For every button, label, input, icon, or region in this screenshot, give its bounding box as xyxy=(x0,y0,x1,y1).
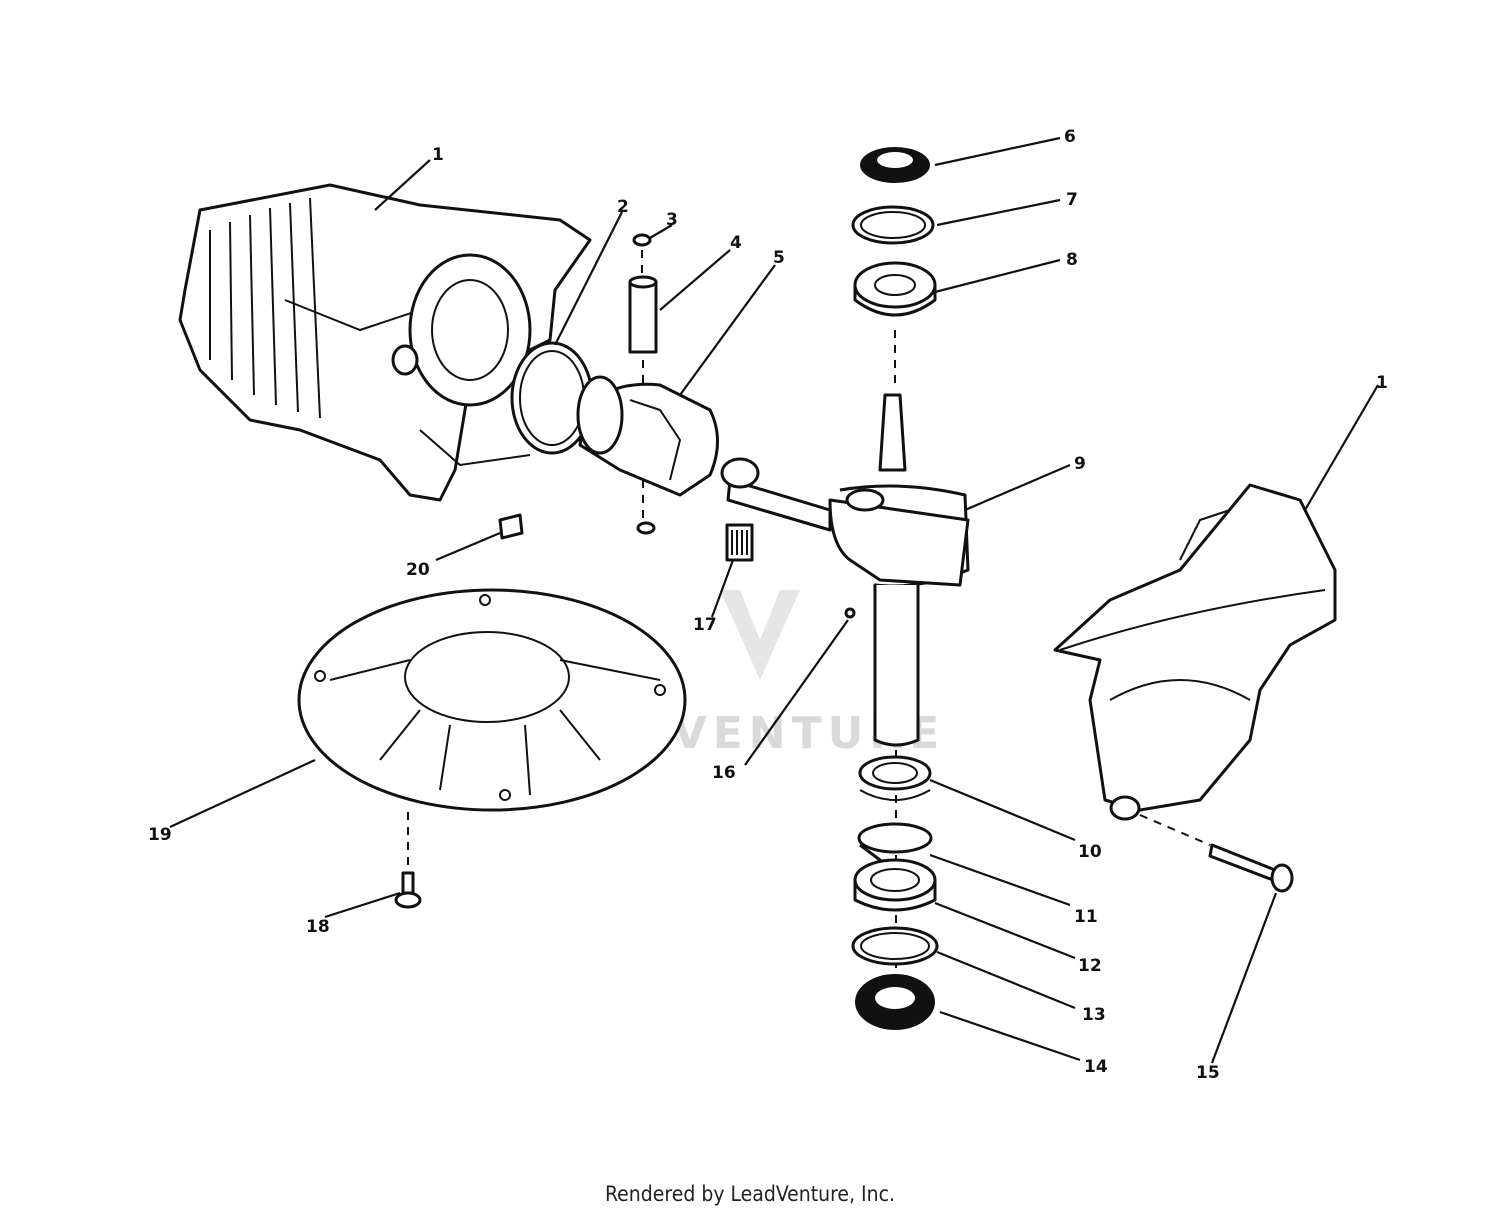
callout-19: 19 xyxy=(148,825,172,845)
callout-10: 10 xyxy=(1078,842,1102,862)
top-retaining-ring xyxy=(851,205,935,245)
lower-oil-seal xyxy=(855,974,935,1030)
top-oil-seal xyxy=(860,147,930,183)
callout-9: 9 xyxy=(1074,454,1086,474)
engine-block xyxy=(178,183,592,502)
callout-17: 17 xyxy=(693,615,717,635)
retaining-clip-bottom xyxy=(636,521,656,535)
top-bearing xyxy=(853,261,937,317)
callout-1-right: 1 xyxy=(1376,373,1388,393)
callout-16: 16 xyxy=(712,763,736,783)
callout-6: 6 xyxy=(1064,127,1076,147)
callout-15: 15 xyxy=(1196,1063,1220,1083)
lower-bearing xyxy=(853,858,937,912)
needle-bearing xyxy=(725,523,754,562)
callout-12: 12 xyxy=(1078,956,1102,976)
callout-11: 11 xyxy=(1074,907,1098,927)
connecting-rod xyxy=(720,457,832,532)
cover-screw xyxy=(394,871,422,909)
callout-20: 20 xyxy=(406,560,430,580)
piston-pin xyxy=(628,275,658,354)
crankcase-cover-plate xyxy=(297,588,687,812)
callout-3: 3 xyxy=(666,210,678,230)
callout-8: 8 xyxy=(1066,250,1078,270)
callout-18: 18 xyxy=(306,917,330,937)
callout-4: 4 xyxy=(730,233,742,253)
assembly-bolt xyxy=(1208,843,1294,893)
retaining-clip-top xyxy=(632,233,652,247)
crankcase-half xyxy=(1053,483,1337,821)
callout-13: 13 xyxy=(1082,1005,1106,1025)
callout-14: 14 xyxy=(1084,1057,1108,1077)
footer-credit: Rendered by LeadVenture, Inc. xyxy=(605,1182,895,1206)
callout-2: 2 xyxy=(617,197,629,217)
lower-retaining-ring xyxy=(851,926,939,966)
piston xyxy=(576,375,719,497)
crankshaft xyxy=(828,393,970,747)
callout-labels: 1 2 3 4 5 6 7 8 9 10 11 12 13 14 15 16 1… xyxy=(148,127,1388,1083)
dowel-plug xyxy=(498,513,524,540)
callout-5: 5 xyxy=(773,248,785,268)
callout-7: 7 xyxy=(1066,190,1078,210)
check-ball xyxy=(844,607,856,619)
leader-lines xyxy=(169,136,1379,1064)
callout-1: 1 xyxy=(432,145,444,165)
lower-seal-housing xyxy=(858,755,932,801)
